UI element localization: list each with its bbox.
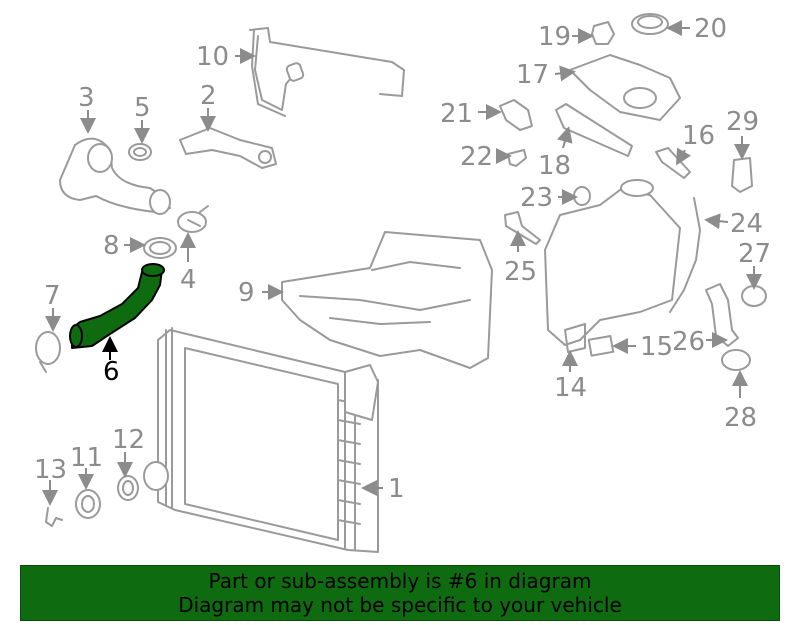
- callout-25: 25: [504, 257, 537, 287]
- callout-10: 10: [196, 42, 229, 72]
- callout-9: 9: [238, 278, 255, 308]
- part-1-radiator: [143, 327, 379, 553]
- part-7-clamp: [35, 331, 61, 373]
- part-5-ring: [128, 143, 152, 161]
- part-22-clip: [507, 149, 527, 167]
- info-banner: Part or sub-assembly is #6 in diagram Di…: [20, 565, 780, 621]
- part-10-line: [249, 27, 405, 117]
- callout-20: 20: [694, 14, 727, 44]
- leader-lines: [42, 20, 762, 506]
- callout-17: 17: [516, 60, 549, 90]
- part-17-cover: [569, 54, 681, 121]
- part-2-bracket: [179, 127, 277, 169]
- callout-4: 4: [180, 265, 197, 295]
- part-24-tube: [669, 197, 701, 313]
- callout-26: 26: [672, 327, 705, 357]
- part-16-bolt: [655, 147, 691, 179]
- part-23-fitting: [573, 186, 591, 206]
- part-18-bracket: [555, 103, 633, 157]
- callout-28: 28: [724, 403, 757, 433]
- callout-6: 6: [103, 357, 120, 387]
- part-6-hose-highlighted: [69, 263, 165, 349]
- part-26-hose: [705, 283, 739, 347]
- part-20-cap: [631, 13, 669, 35]
- part-12-ring: [117, 475, 139, 501]
- callout-8: 8: [103, 231, 120, 261]
- callout-24: 24: [730, 209, 763, 239]
- callout-3: 3: [78, 83, 95, 113]
- part-29-fitting: [731, 157, 753, 193]
- part-4-clamp: [177, 205, 209, 233]
- part-13-clip: [45, 507, 63, 527]
- callout-12: 12: [112, 425, 145, 455]
- part-9-air-duct: [281, 231, 493, 369]
- part-11-connector: [75, 489, 101, 519]
- callout-15: 15: [640, 332, 673, 362]
- callout-22: 22: [460, 142, 493, 172]
- callout-23: 23: [520, 183, 553, 213]
- part-28-clamp: [721, 349, 751, 371]
- part-25-valve: [504, 211, 541, 245]
- part-14-expansion-tank: [544, 179, 681, 353]
- part-3-hose: [59, 137, 171, 215]
- callout-13: 13: [34, 455, 67, 485]
- callout-5: 5: [134, 93, 151, 123]
- callout-1: 1: [388, 474, 405, 504]
- callout-29: 29: [726, 107, 759, 137]
- part-8-ring: [143, 237, 177, 259]
- callout-27: 27: [738, 239, 771, 269]
- parts-diagram: 1 2 3 4 5 6 7 8 9 10 11 12 13 14 15 16 1…: [34, 13, 771, 553]
- callout-18: 18: [538, 151, 571, 181]
- callout-2: 2: [200, 81, 217, 111]
- banner-line-2: Diagram may not be specific to your vehi…: [178, 593, 622, 617]
- callout-numbers: 1 2 3 4 5 6 7 8 9 10 11 12 13 14 15 16 1…: [34, 14, 771, 504]
- part-21-sensor: [499, 99, 533, 131]
- callout-19: 19: [538, 22, 571, 52]
- part-27-clamp: [741, 285, 767, 307]
- banner-line-1: Part or sub-assembly is #6 in diagram: [208, 569, 592, 593]
- callout-7: 7: [44, 281, 61, 311]
- callout-21: 21: [440, 99, 473, 129]
- callout-11: 11: [70, 443, 103, 473]
- part-15-pad: [587, 335, 615, 357]
- callout-14: 14: [554, 373, 587, 403]
- callout-16: 16: [682, 121, 715, 151]
- part-19-cap: [591, 21, 615, 45]
